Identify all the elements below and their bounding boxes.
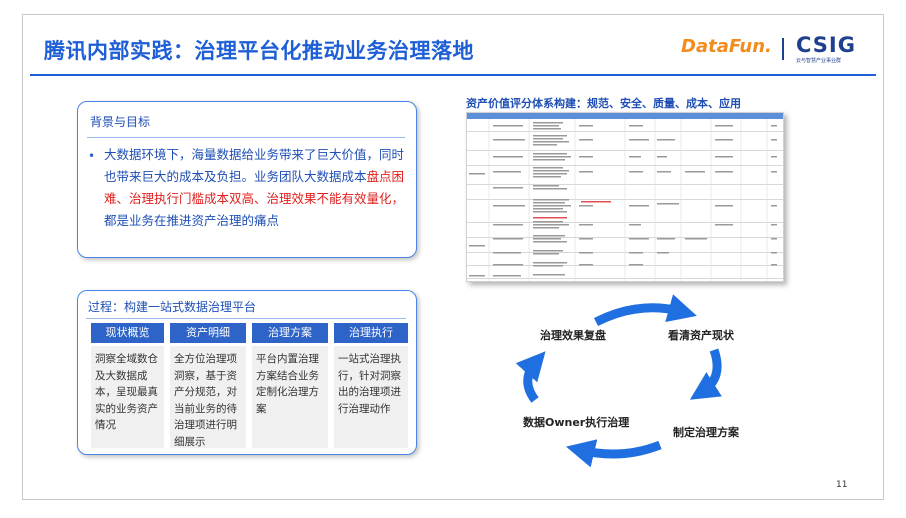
cycle-step-make-plan: 制定治理方案 [673,426,739,439]
background-card: 背景与目标 • 大数据环境下，海量数据给业务带来了巨大价值，同时也带来巨大的成本… [77,101,417,258]
process-col-plan-body: 平台内置治理方案结合业务定制化治理方案 [252,346,328,448]
cycle-step-owner-execute: 数据Owner执行治理 [523,416,630,429]
bullet-dot: • [88,149,96,163]
table-header-row [467,113,783,119]
cycle-step-see-assets: 看清资产现状 [668,329,734,342]
csig-logo-subtitle: 云与智慧产业事业群 [796,58,842,64]
slide-title: 腾讯内部实践：治理平台化推动业务治理落地 [44,39,474,63]
process-col-overview-title: 现状概览 [91,323,164,343]
background-text-highlight: 盘点困难、治理执行门槛成本双高、治理效果不能有效量化， [104,169,405,206]
slide-frame [22,14,884,500]
process-col-execute-body: 一站式治理执行，针对洞察出的治理项进行治理动作 [334,346,408,448]
process-col-detail-body: 全方位治理项洞察，基于资产分规范，对当前业务的待治理项进行明细展示 [170,346,246,448]
background-text: 大数据环境下，海量数据给业务带来了巨大价值，同时也带来巨大的成本及负担。业务团队… [104,144,408,232]
background-text-end: 都是业务在推进资产治理的痛点 [104,213,280,228]
process-col-execute-title: 治理执行 [334,323,408,343]
process-divider [86,318,406,319]
table-grid-lines [469,119,777,281]
title-underline [30,74,876,76]
process-heading: 过程：构建一站式数据治理平台 [88,300,257,314]
process-col-overview-body: 洞察全域数仓及大数据成本，呈现最真实的业务资产情况 [91,346,164,448]
datafun-logo: DataFun. [681,36,772,57]
table-title: 资产价值评分体系构建：规范、安全、质量、成本、应用 [466,97,741,110]
process-col-plan-title: 治理方案 [252,323,328,343]
page-number: 11 [836,480,848,490]
process-col-detail-title: 资产明细 [170,323,246,343]
asset-score-table-image [466,112,784,282]
process-card: 过程：构建一站式数据治理平台 现状概览 资产明细 治理方案 治理执行 洞察全域数… [77,290,417,455]
cycle-step-review: 治理效果复盘 [540,329,606,342]
background-text-start: 大数据环境下，海量数据给业务带来了巨大价值，同时也带来巨大的成本及负担。业务团队… [104,147,405,184]
background-divider [87,137,405,138]
background-heading: 背景与目标 [90,115,151,129]
csig-logo: CSIG [796,33,856,57]
logo-separator [782,38,784,60]
